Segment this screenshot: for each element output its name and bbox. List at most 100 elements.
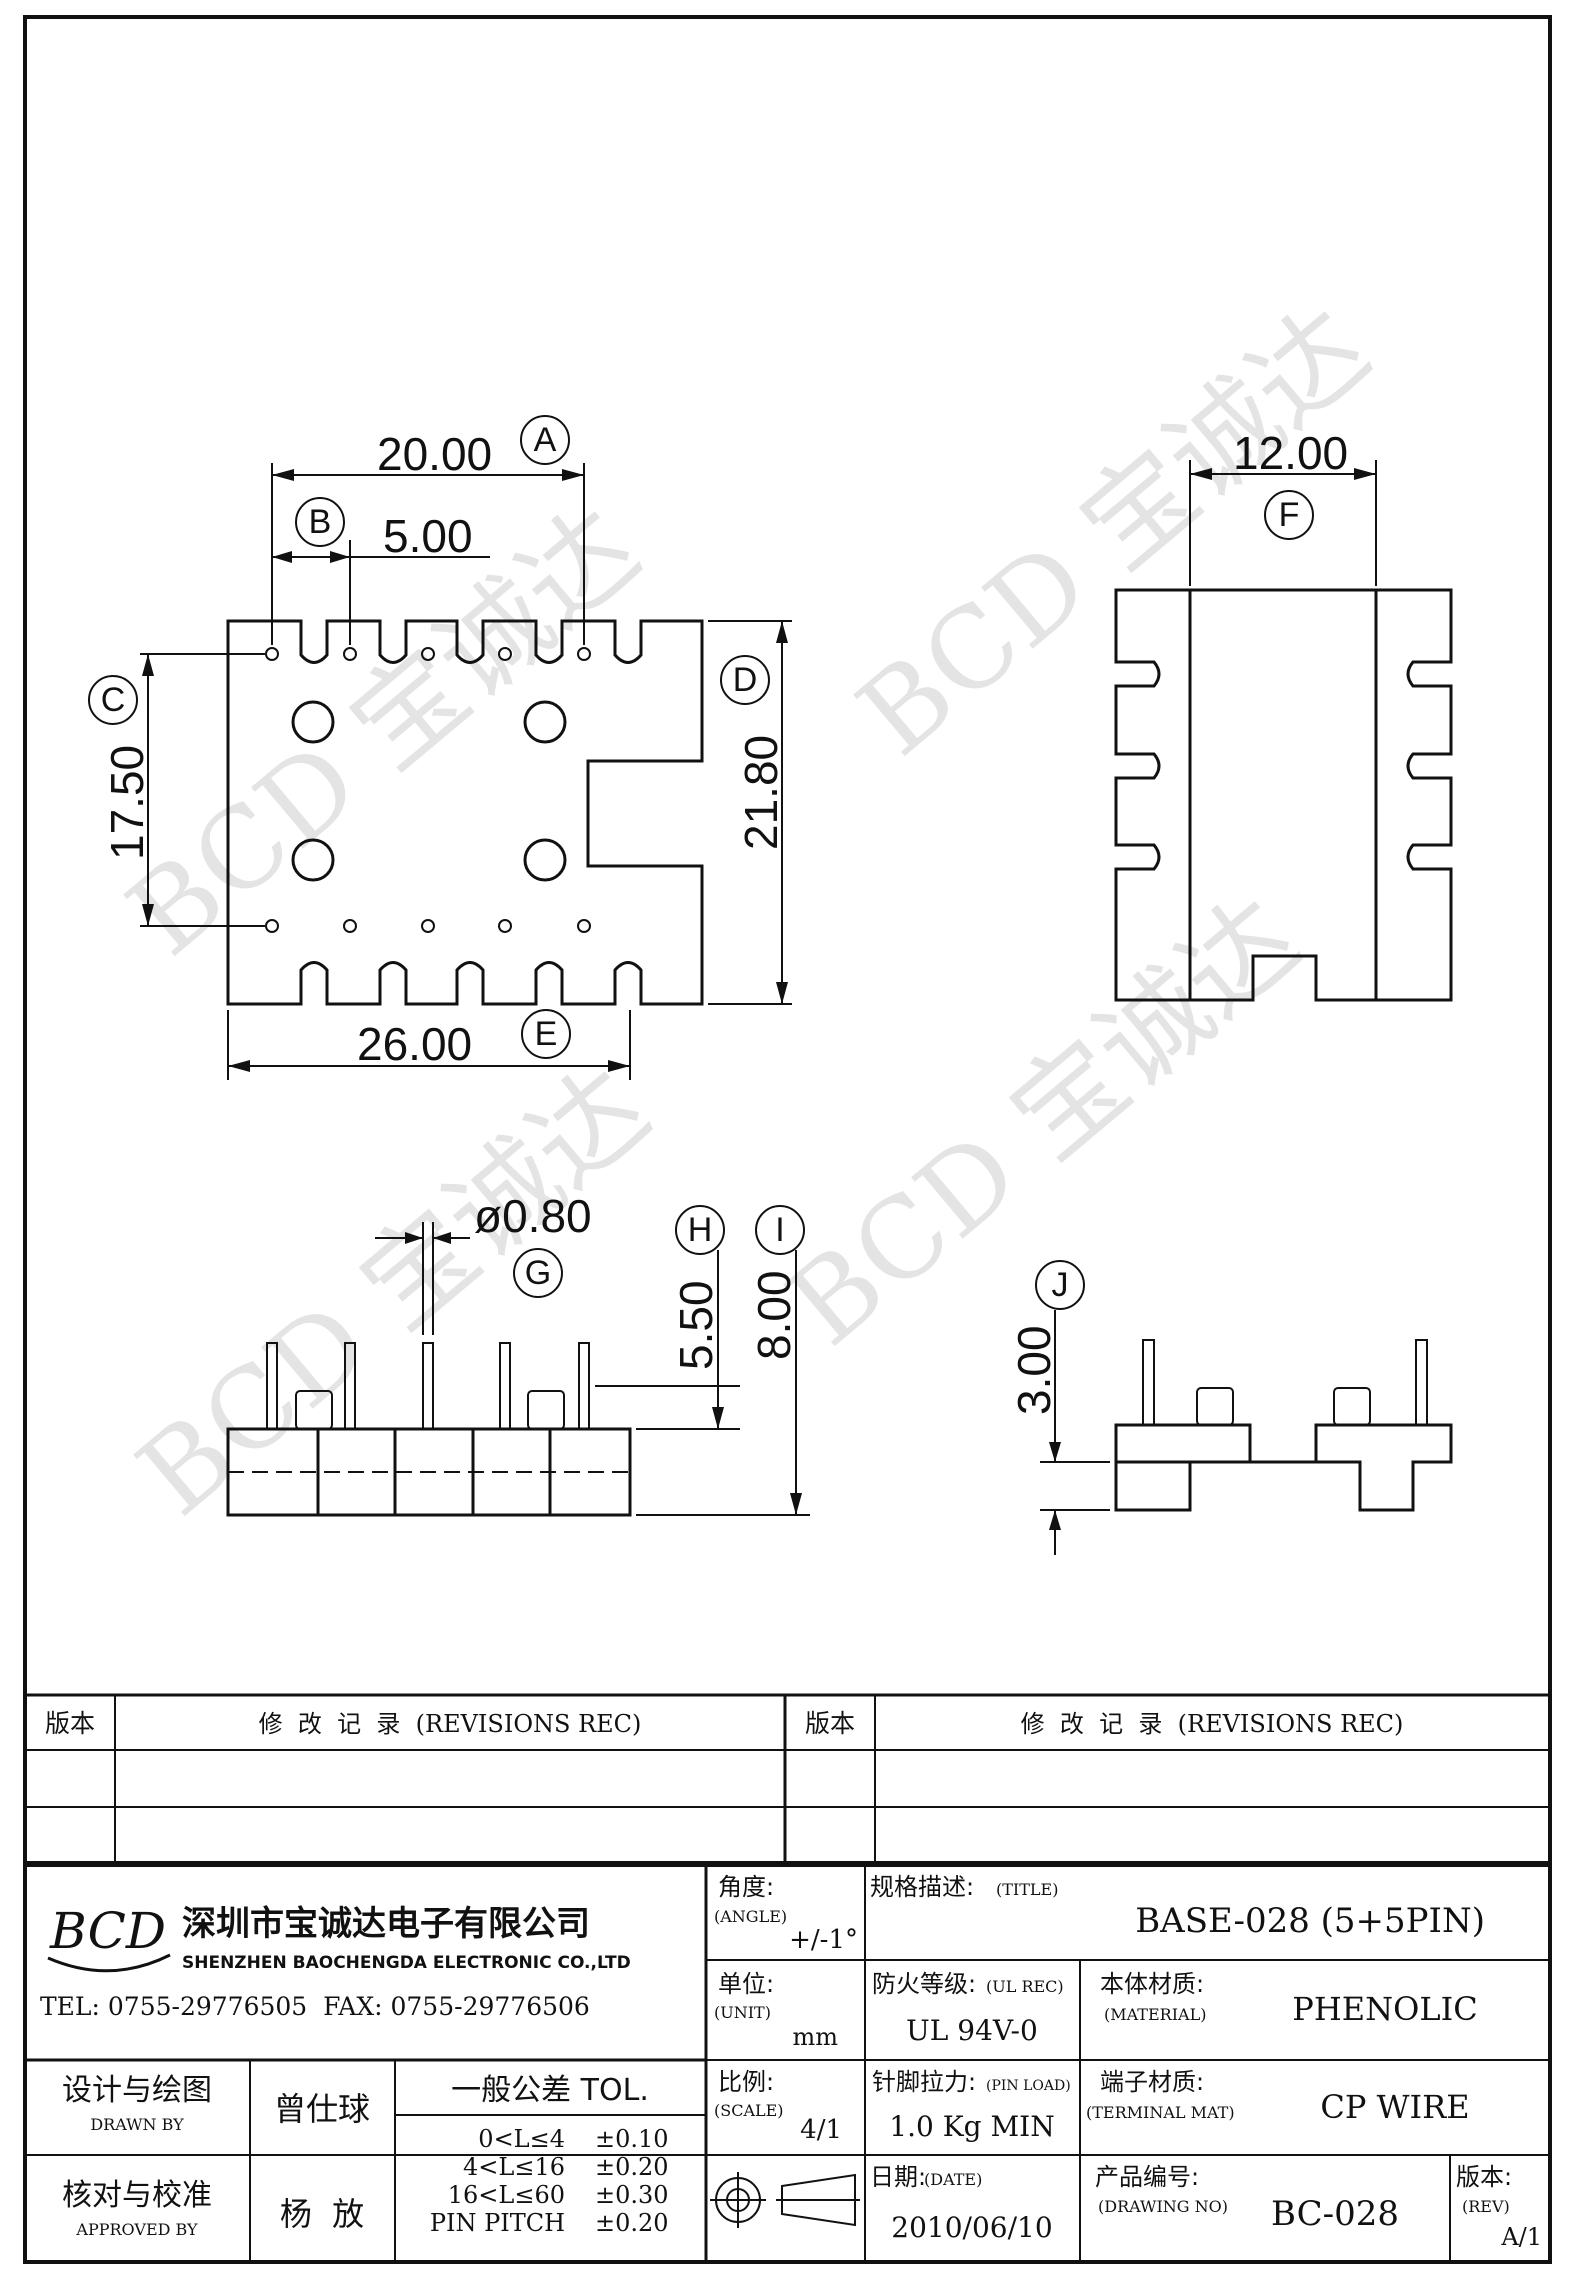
dim-g-tag: G bbox=[525, 1254, 551, 1292]
drawing-no-value: BC-028 bbox=[1271, 2194, 1399, 2234]
dim-g-value: ø0.80 bbox=[474, 1190, 592, 1242]
rev-col-record-right: 修 改 记 录 (REVISIONS REC) bbox=[1021, 1710, 1404, 1738]
scale-value: 4/1 bbox=[800, 2115, 842, 2145]
svg-text:16<L≤60: 16<L≤60 bbox=[448, 2181, 565, 2209]
unit-label: 单位: bbox=[718, 1970, 774, 1998]
dim-e-tag: E bbox=[535, 1015, 558, 1053]
scale-label-en: (SCALE) bbox=[714, 2101, 784, 2120]
front-view: ø0.80 G 5.50 H 8.00 I bbox=[226, 1190, 810, 1517]
svg-text:PIN PITCH: PIN PITCH bbox=[430, 2209, 565, 2237]
approved-by-label-en: APPROVED BY bbox=[75, 2220, 198, 2239]
dim-j: 3.00 J bbox=[1008, 1260, 1110, 1555]
drawn-by-label-en: DRAWN BY bbox=[90, 2115, 184, 2134]
drawing-no-label-en: (DRAWING NO) bbox=[1098, 2197, 1228, 2216]
pin-holes-bottom bbox=[265, 919, 591, 933]
terminal-value: CP WIRE bbox=[1320, 2088, 1469, 2126]
svg-text:0<L≤4: 0<L≤4 bbox=[478, 2125, 565, 2153]
svg-text:BCD 宝诚达: BCD 宝诚达 bbox=[834, 283, 1391, 780]
approved-by-name: 杨 放 bbox=[280, 2195, 364, 2233]
projection-symbol-icon bbox=[710, 2172, 860, 2228]
dim-h-tag: H bbox=[688, 1211, 713, 1249]
end-pins bbox=[1142, 1339, 1428, 1426]
angle-label: 角度: bbox=[718, 1873, 774, 1901]
unit-value: mm bbox=[792, 2023, 838, 2051]
dim-j-tag: J bbox=[1052, 1266, 1069, 1304]
rev-label: 版本: bbox=[1456, 2163, 1512, 2191]
date-label: 日期: bbox=[870, 2163, 926, 2191]
dim-b-value: 5.00 bbox=[383, 510, 473, 562]
end-view: 3.00 J bbox=[1008, 1260, 1453, 1555]
dim-h-value: 5.50 bbox=[670, 1280, 722, 1370]
side-view-outline bbox=[1114, 588, 1453, 1002]
drawn-by-label: 设计与绘图 bbox=[62, 2073, 212, 2108]
dim-i-tag: I bbox=[775, 1211, 784, 1249]
tolerance-header: 一般公差 TOL. bbox=[451, 2073, 649, 2108]
dim-j-value: 3.00 bbox=[1008, 1325, 1060, 1415]
ul-rec-label: 防火等级: bbox=[872, 1970, 976, 1998]
revisions-table: 版本 修 改 记 录 (REVISIONS REC) 版本 修 改 记 录 (R… bbox=[25, 1693, 1550, 1863]
material-label: 本体材质: bbox=[1100, 1970, 1204, 1998]
drawing-no-label: 产品编号: bbox=[1095, 2163, 1199, 2191]
ul-rec-value: UL 94V-0 bbox=[906, 2014, 1038, 2047]
title-block: BCD 深圳市宝诚达电子有限公司 SHENZHEN BAOCHENGDA ELE… bbox=[25, 1863, 1550, 2262]
top-view-outline bbox=[226, 619, 704, 1006]
dim-a-tag: A bbox=[534, 421, 557, 459]
rev-col-record-left: 修 改 记 录 (REVISIONS REC) bbox=[259, 1710, 642, 1738]
date-value: 2010/06/10 bbox=[891, 2211, 1052, 2244]
dim-f-value: 12.00 bbox=[1233, 427, 1348, 479]
dim-d-value: 21.80 bbox=[735, 735, 787, 850]
dim-e-value: 26.00 bbox=[357, 1018, 472, 1070]
svg-text:±0.10: ±0.10 bbox=[595, 2125, 669, 2153]
dim-c: 17.50 C bbox=[88, 653, 265, 927]
dim-b-tag: B bbox=[309, 503, 332, 541]
unit-label-en: (UNIT) bbox=[714, 2003, 771, 2022]
dim-a: 20.00 A bbox=[271, 415, 585, 645]
dim-f: 12.00 F bbox=[1189, 427, 1377, 586]
top-view: 20.00 A 5.00 B 17.50 C bbox=[88, 415, 792, 1080]
terminal-label-en: (TERMINAL MAT) bbox=[1086, 2103, 1235, 2122]
pin-load-label-en: (PIN LOAD) bbox=[986, 2078, 1071, 2094]
company-name-en: SHENZHEN BAOCHENGDA ELECTRONIC CO.,LTD bbox=[182, 1953, 631, 1973]
approved-by-label: 核对与校准 bbox=[62, 2178, 212, 2213]
date-label-en: (DATE) bbox=[924, 2170, 982, 2189]
rev-col-version-left: 版本 bbox=[45, 1709, 95, 1738]
dim-i-value: 8.00 bbox=[748, 1270, 800, 1360]
svg-text:±0.30: ±0.30 bbox=[595, 2181, 669, 2209]
title-label: 规格描述: bbox=[870, 1873, 974, 1901]
dim-g: ø0.80 G bbox=[375, 1190, 592, 1335]
side-view: 12.00 F bbox=[1114, 427, 1453, 1002]
tolerance-rows: 0<L≤4 ±0.10 4<L≤16 ±0.20 16<L≤60 ±0.30 P… bbox=[430, 2125, 669, 2237]
scale-label: 比例: bbox=[718, 2068, 774, 2096]
svg-text:BCD 宝诚达: BCD 宝诚达 bbox=[114, 1043, 671, 1540]
ul-rec-label-en: (UL REC) bbox=[986, 1977, 1064, 1996]
svg-text:BCD 宝诚达: BCD 宝诚达 bbox=[764, 873, 1321, 1370]
dim-f-tag: F bbox=[1279, 496, 1300, 534]
angle-value: +/-1° bbox=[789, 1925, 858, 1955]
rev-label-en: (REV) bbox=[1462, 2197, 1510, 2216]
dim-e: 26.00 E bbox=[227, 1009, 631, 1080]
title-value: BASE-028 (5+5PIN) bbox=[1135, 1901, 1485, 1941]
dim-c-tag: C bbox=[101, 681, 126, 719]
mount-holes bbox=[291, 700, 567, 882]
dim-a-value: 20.00 bbox=[377, 428, 492, 480]
drawn-by-name: 曾仕球 bbox=[274, 2090, 370, 2128]
end-view-outline bbox=[1114, 1423, 1453, 1512]
dim-d-tag: D bbox=[733, 661, 758, 699]
dim-h: 5.50 H bbox=[595, 1205, 740, 1430]
rev-col-version-right: 版本 bbox=[805, 1709, 855, 1738]
angle-label-en: (ANGLE) bbox=[714, 1907, 787, 1926]
svg-text:4<L≤16: 4<L≤16 bbox=[463, 2153, 565, 2181]
dim-i: 8.00 I bbox=[636, 1205, 810, 1516]
pin-load-label: 针脚拉力: bbox=[872, 2068, 976, 2096]
company-logo: BCD bbox=[47, 1902, 171, 1973]
terminal-label: 端子材质: bbox=[1100, 2068, 1204, 2096]
title-label-en: (TITLE) bbox=[996, 1880, 1058, 1899]
sheet-border bbox=[23, 15, 1552, 2264]
company-contact: TEL: 0755-29776505 FAX: 0755-29776506 bbox=[40, 1992, 590, 2021]
svg-text:BCD: BCD bbox=[49, 1902, 166, 1960]
front-pins bbox=[266, 1342, 590, 1430]
pin-load-value: 1.0 Kg MIN bbox=[889, 2110, 1054, 2143]
pin-holes-top bbox=[265, 647, 591, 661]
material-value: PHENOLIC bbox=[1292, 1990, 1477, 2028]
